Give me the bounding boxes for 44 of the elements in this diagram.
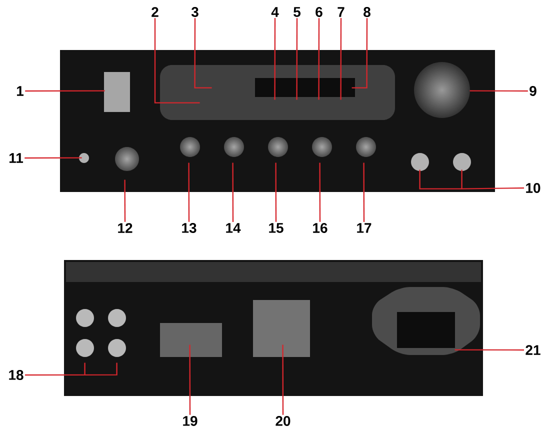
picture bbox=[64, 260, 483, 396]
callout-number: 6 bbox=[316, 7, 322, 17]
leader-line bbox=[25, 90, 105, 92]
callout-number: 2 bbox=[152, 7, 158, 17]
leader-line bbox=[454, 349, 524, 351]
leader-line bbox=[24, 157, 82, 159]
leader-line bbox=[232, 162, 234, 222]
leader-line bbox=[470, 90, 528, 92]
leader-line bbox=[194, 18, 212, 88]
leader-line bbox=[318, 18, 320, 100]
leader-line bbox=[352, 18, 368, 88]
leader-line bbox=[340, 18, 342, 100]
callout-number: 14 bbox=[226, 223, 241, 233]
callout-number: 15 bbox=[269, 223, 284, 233]
leader-line bbox=[188, 162, 190, 222]
leader-line bbox=[419, 169, 525, 190]
callout-number: 3 bbox=[191, 7, 198, 17]
callout-number: 5 bbox=[294, 7, 300, 17]
leader-line bbox=[275, 162, 277, 222]
callout-number: 20 bbox=[276, 416, 290, 426]
leader-line bbox=[363, 162, 365, 222]
picture bbox=[60, 50, 495, 192]
callout-number: 9 bbox=[530, 86, 536, 96]
leader-line bbox=[124, 180, 126, 222]
callout-number: 8 bbox=[364, 7, 370, 17]
callout-number: 7 bbox=[338, 7, 344, 17]
callout-number: 4 bbox=[271, 7, 279, 17]
leader-line bbox=[274, 18, 276, 100]
leader-line bbox=[154, 18, 200, 104]
leader-line bbox=[189, 344, 191, 415]
leader-line bbox=[24, 362, 118, 376]
callout-number: 21 bbox=[526, 345, 540, 355]
callout-number: 17 bbox=[357, 223, 372, 233]
callout-number: 18 bbox=[9, 370, 24, 380]
callout-number: 16 bbox=[313, 223, 328, 233]
callout-number: 13 bbox=[182, 223, 196, 233]
callout-number: 10 bbox=[526, 183, 540, 193]
leader-line bbox=[282, 344, 284, 415]
callout-number: 1 bbox=[17, 86, 24, 96]
callout-number: 12 bbox=[118, 223, 132, 233]
callout-number: 19 bbox=[183, 416, 198, 426]
leader-line bbox=[296, 18, 298, 100]
callout-number: 11 bbox=[9, 153, 24, 163]
leader-line bbox=[319, 162, 321, 222]
